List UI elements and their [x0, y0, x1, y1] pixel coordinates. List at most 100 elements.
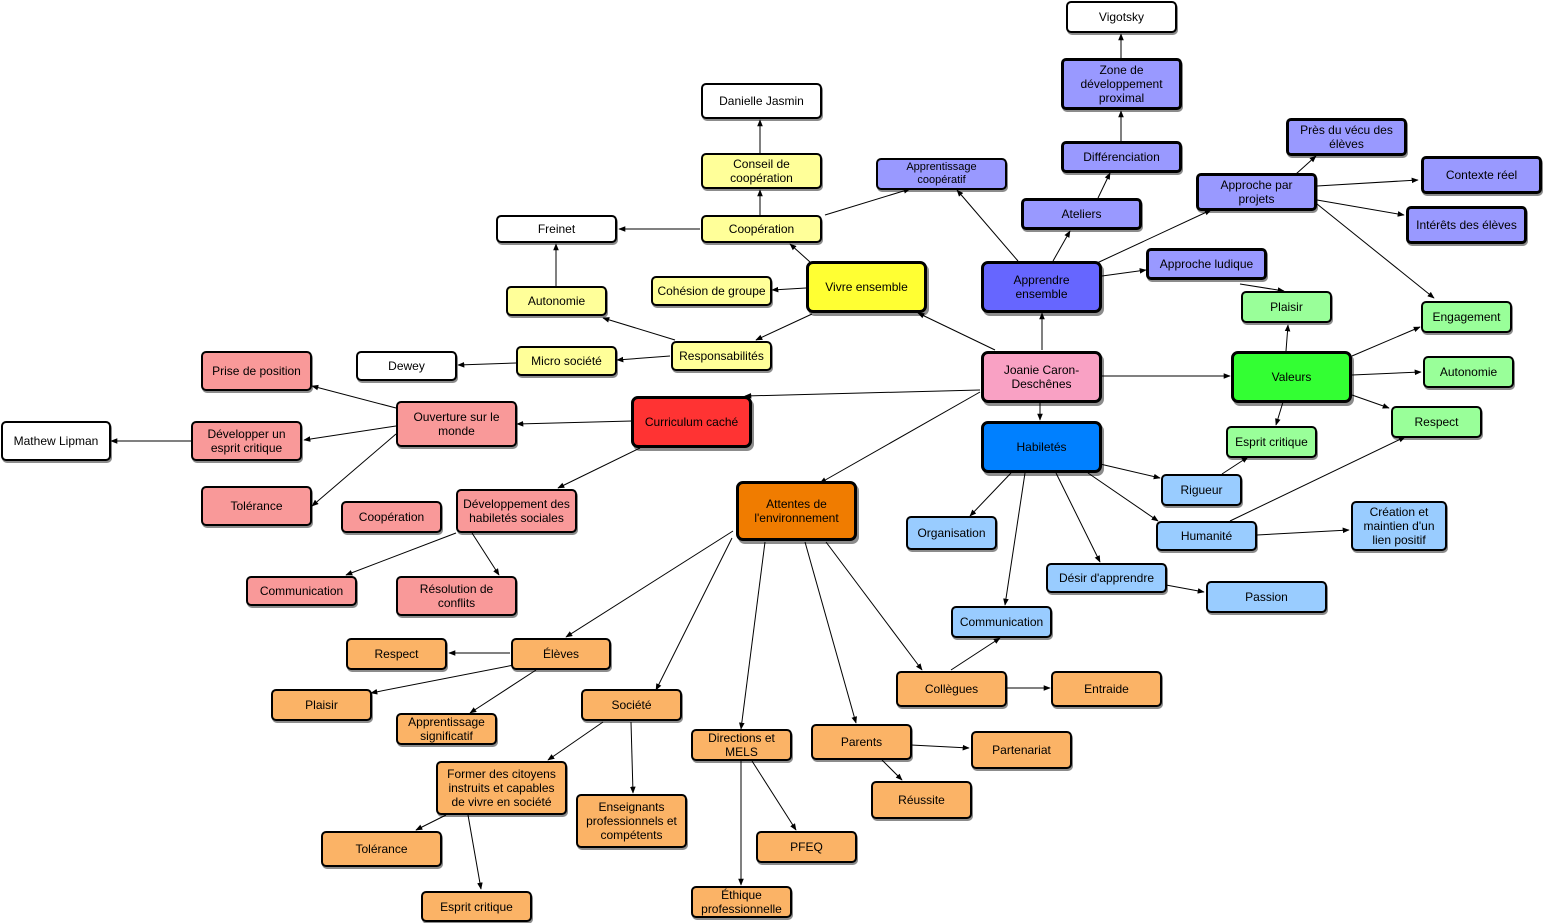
connector-arrow — [1316, 203, 1435, 299]
connector-arrow — [311, 384, 397, 409]
node-joanie[interactable]: Joanie Caron-Deschênes — [981, 351, 1102, 403]
node-interets-eleves[interactable]: Intérêts des élèves — [1406, 206, 1527, 244]
node-former-citoyens[interactable]: Former des citoyens instruits et capable… — [436, 761, 567, 815]
connector-arrow — [950, 637, 1001, 671]
connector-arrow — [557, 447, 641, 489]
connector-arrow — [1351, 369, 1422, 376]
node-autonomie-green[interactable]: Autonomie — [1423, 356, 1514, 388]
node-vivre-ensemble[interactable]: Vivre ensemble — [806, 261, 927, 313]
node-parents[interactable]: Parents — [811, 724, 912, 760]
connector-arrow — [917, 312, 996, 351]
node-desir-apprendre[interactable]: Désir d'apprendre — [1046, 563, 1167, 593]
connector-arrow — [565, 530, 734, 638]
node-dewey[interactable]: Dewey — [356, 351, 457, 381]
connector-arrow — [825, 541, 923, 671]
node-entraide[interactable]: Entraide — [1051, 671, 1162, 707]
node-esprit-critique-green[interactable]: Esprit critique — [1226, 426, 1317, 458]
connector-arrow — [469, 669, 537, 714]
connector-arrow — [1052, 230, 1071, 262]
node-approche-ludique[interactable]: Approche ludique — [1146, 248, 1267, 280]
connector-arrow — [1087, 472, 1159, 522]
node-tolerance-orange[interactable]: Tolérance — [321, 831, 442, 867]
node-tolerance-red[interactable]: Tolérance — [201, 486, 312, 526]
connector-arrow — [819, 391, 981, 484]
node-micro-societe[interactable]: Micro société — [516, 346, 617, 376]
node-autonomie-yellow[interactable]: Autonomie — [506, 286, 607, 316]
node-plaisir-green[interactable]: Plaisir — [1241, 291, 1332, 323]
node-humanite[interactable]: Humanité — [1156, 521, 1257, 551]
connector-arrow — [1316, 177, 1419, 187]
node-communication-blue[interactable]: Communication — [951, 606, 1052, 638]
node-ouverture-monde[interactable]: Ouverture sur le monde — [396, 401, 517, 447]
node-enseignants-pro[interactable]: Enseignants professionnels et compétents — [576, 794, 687, 848]
connector-arrow — [804, 541, 857, 724]
node-respect-green[interactable]: Respect — [1391, 406, 1482, 438]
node-apprendre-ensemble[interactable]: Apprendre ensemble — [981, 261, 1102, 313]
node-directions-mels[interactable]: Directions et MELS — [691, 729, 792, 761]
connector-arrow — [1284, 324, 1291, 352]
connector-arrow — [1055, 472, 1101, 563]
node-conseil-cooperation[interactable]: Conseil de coopération — [701, 153, 822, 189]
node-prise-position[interactable]: Prise de position — [201, 351, 312, 391]
node-vigotsky[interactable]: Vigotsky — [1066, 1, 1177, 33]
node-passion[interactable]: Passion — [1206, 581, 1327, 613]
node-danielle-jasmin[interactable]: Danielle Jasmin — [701, 83, 822, 119]
connector-arrow — [751, 760, 797, 831]
node-approche-projets[interactable]: Approche par projets — [1196, 173, 1317, 211]
connector-arrow — [1351, 326, 1421, 357]
node-freinet[interactable]: Freinet — [496, 215, 617, 243]
node-plaisir-orange[interactable]: Plaisir — [271, 689, 372, 721]
connector-arrow — [1275, 401, 1284, 426]
connector-arrow — [616, 355, 671, 363]
node-curriculum-cache[interactable]: Curriculum caché — [631, 396, 752, 448]
node-reussite[interactable]: Réussite — [871, 781, 972, 819]
connector-arrow — [1101, 268, 1147, 277]
connector-arrow — [1351, 394, 1390, 409]
connector-arrow — [824, 188, 911, 216]
node-pres-vecu[interactable]: Près du vécu des élèves — [1286, 118, 1407, 156]
node-collegues[interactable]: Collègues — [896, 671, 1007, 707]
connector-arrow — [415, 814, 447, 831]
node-ethique-pro[interactable]: Éthique professionnelle — [691, 886, 792, 918]
node-ateliers[interactable]: Ateliers — [1021, 198, 1142, 230]
node-apprentissage-cooperatif[interactable]: Apprentissage coopératif — [876, 158, 1007, 190]
node-zone-dev-proximal[interactable]: Zone de développement proximal — [1061, 58, 1182, 110]
node-developper-esprit[interactable]: Développer un esprit critique — [191, 421, 302, 461]
node-attentes-env[interactable]: Attentes de l'environnement — [736, 481, 857, 541]
node-contexte-reel[interactable]: Contexte réel — [1421, 156, 1542, 194]
node-valeurs[interactable]: Valeurs — [1231, 351, 1352, 403]
node-eleves[interactable]: Élèves — [511, 638, 611, 670]
node-creation-lien[interactable]: Création et maintien d'un lien positif — [1351, 501, 1447, 551]
node-communication-red[interactable]: Communication — [246, 576, 357, 606]
node-engagement[interactable]: Engagement — [1421, 301, 1512, 333]
connector-arrow — [1096, 209, 1212, 264]
connector-arrow — [1097, 172, 1111, 199]
node-societe[interactable]: Société — [581, 689, 682, 721]
node-dev-habiletes-sociales[interactable]: Développement des habiletés sociales — [456, 489, 577, 533]
node-habiletes[interactable]: Habiletés — [981, 421, 1102, 473]
connector-arrow — [1229, 436, 1406, 522]
node-esprit-critique-orange[interactable]: Esprit critique — [421, 891, 532, 922]
node-apprentissage-significatif[interactable]: Apprentissage significatif — [396, 713, 497, 745]
connector-arrow — [311, 433, 397, 507]
connector-arrow — [467, 814, 483, 890]
connector-arrow — [602, 317, 676, 341]
node-resolution-conflits[interactable]: Résolution de conflits — [396, 576, 517, 616]
node-differenciation[interactable]: Différenciation — [1061, 141, 1182, 173]
connector-arrow — [1221, 456, 1249, 475]
connector-arrow — [1165, 584, 1205, 594]
node-responsabilites[interactable]: Responsabilités — [671, 341, 772, 371]
connector-arrow — [1256, 527, 1350, 536]
node-cooperation-top[interactable]: Coopération — [701, 215, 822, 243]
node-rigueur[interactable]: Rigueur — [1161, 474, 1242, 506]
node-organisation[interactable]: Organisation — [906, 516, 997, 550]
node-respect-orange[interactable]: Respect — [346, 638, 447, 670]
node-cohesion-groupe[interactable]: Cohésion de groupe — [651, 276, 772, 306]
node-pfeq[interactable]: PFEQ — [756, 831, 857, 863]
node-mathew-lipman[interactable]: Mathew Lipman — [1, 421, 111, 461]
node-cooperation-red[interactable]: Coopération — [341, 501, 442, 533]
node-partenariat[interactable]: Partenariat — [971, 731, 1072, 769]
connector-arrow — [370, 664, 515, 695]
